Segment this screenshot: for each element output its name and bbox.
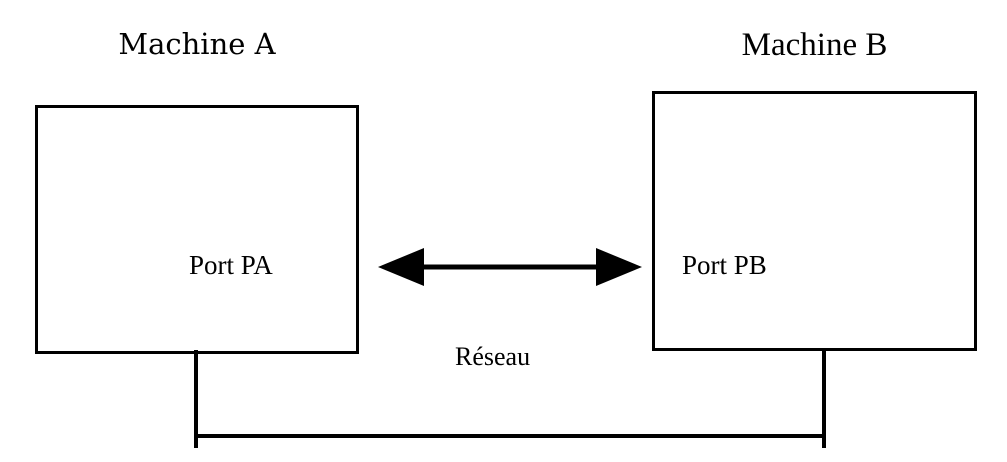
network-label: Réseau (455, 342, 531, 371)
machine-a-box (35, 105, 359, 354)
machine-a-title: Machine A (118, 27, 276, 61)
machine-b-box (652, 91, 977, 351)
bus-backbone-line (194, 434, 826, 438)
machine-a-port-label: Port PA (189, 250, 273, 280)
double-headed-arrow-icon (378, 248, 642, 286)
bus-drop-line-machine-b (822, 349, 826, 448)
machine-b-port-label: Port PB (682, 250, 767, 280)
bus-drop-line-machine-a (194, 350, 198, 448)
machine-b-title: Machine B (741, 27, 888, 63)
